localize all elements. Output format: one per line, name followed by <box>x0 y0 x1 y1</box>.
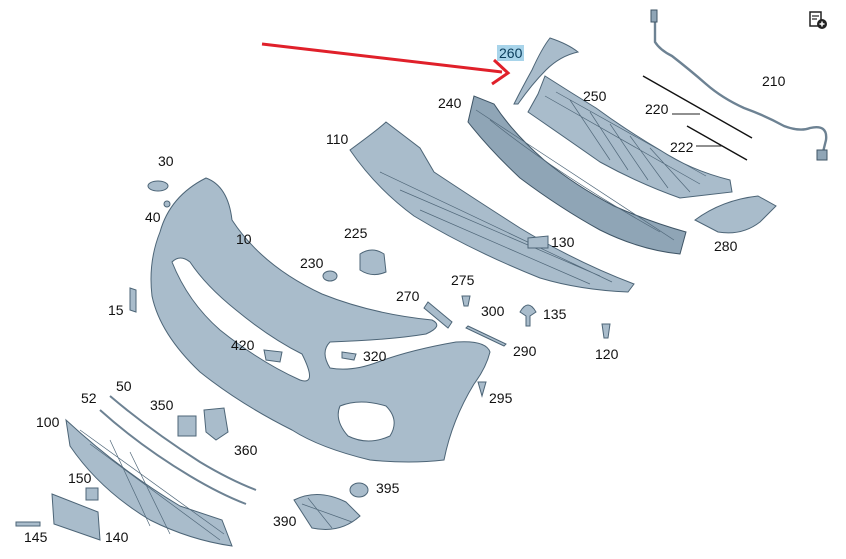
part-420-clip[interactable] <box>263 349 283 363</box>
part-275-screw[interactable] <box>461 295 471 307</box>
part-250-carrier[interactable] <box>527 75 733 199</box>
pointer-arrow <box>261 42 511 86</box>
label-15[interactable]: 15 <box>108 302 124 318</box>
part-15-trim[interactable] <box>129 287 137 313</box>
label-390[interactable]: 390 <box>273 513 297 529</box>
label-222[interactable]: 222 <box>670 139 694 155</box>
part-290-strip[interactable] <box>465 325 507 347</box>
label-240[interactable]: 240 <box>438 95 462 111</box>
label-220[interactable]: 220 <box>645 101 669 117</box>
label-30[interactable]: 30 <box>158 153 174 169</box>
part-110-panel[interactable] <box>349 121 635 293</box>
part-10-bumper-cover[interactable] <box>150 177 491 463</box>
part-395-ring[interactable] <box>349 482 369 498</box>
label-100[interactable]: 100 <box>36 414 60 430</box>
label-10[interactable]: 10 <box>236 231 252 247</box>
part-100-grille[interactable] <box>65 418 233 547</box>
part-30-cap[interactable] <box>147 180 169 192</box>
label-225[interactable]: 225 <box>344 225 368 241</box>
label-300[interactable]: 300 <box>481 303 505 319</box>
label-130[interactable]: 130 <box>551 234 575 250</box>
part-390-grille[interactable] <box>293 494 361 530</box>
label-40[interactable]: 40 <box>145 209 161 225</box>
label-395[interactable]: 395 <box>376 480 400 496</box>
label-145[interactable]: 145 <box>24 529 48 545</box>
part-350-bracket[interactable] <box>177 415 197 437</box>
part-230-ring[interactable] <box>322 270 338 282</box>
part-225-sensor[interactable] <box>359 249 387 276</box>
label-360[interactable]: 360 <box>234 442 258 458</box>
part-210-cable[interactable] <box>650 9 828 161</box>
label-290[interactable]: 290 <box>513 343 537 359</box>
part-222-strip[interactable] <box>686 125 748 161</box>
part-280-bracket[interactable] <box>694 195 777 234</box>
label-270[interactable]: 270 <box>396 288 420 304</box>
label-52[interactable]: 52 <box>81 390 97 406</box>
label-50[interactable]: 50 <box>116 378 132 394</box>
part-40-clip[interactable] <box>163 200 171 208</box>
part-295-screw[interactable] <box>477 381 487 398</box>
label-110[interactable]: 110 <box>326 131 349 147</box>
part-150-clip[interactable] <box>85 487 99 501</box>
label-420[interactable]: 420 <box>231 337 255 353</box>
part-130-clip[interactable] <box>527 235 549 249</box>
part-52-strip[interactable] <box>99 409 247 505</box>
label-120[interactable]: 120 <box>595 346 619 362</box>
label-295[interactable]: 295 <box>489 390 513 406</box>
part-320-screw[interactable] <box>341 351 357 361</box>
part-120-screw[interactable] <box>601 323 611 339</box>
label-280[interactable]: 280 <box>714 238 738 254</box>
label-320[interactable]: 320 <box>363 348 387 364</box>
label-140[interactable]: 140 <box>105 529 129 545</box>
part-360-bracket[interactable] <box>203 407 229 441</box>
part-145-screw[interactable] <box>15 521 41 527</box>
label-350[interactable]: 350 <box>150 397 174 413</box>
part-50-strip[interactable] <box>109 395 257 491</box>
part-140-plate[interactable] <box>51 493 101 541</box>
part-260-bracket[interactable] <box>513 37 580 105</box>
highlight-260 <box>497 45 524 61</box>
part-270-bracket[interactable] <box>423 301 453 329</box>
label-210[interactable]: 210 <box>762 73 786 89</box>
part-135-clip[interactable] <box>519 304 537 327</box>
label-150[interactable]: 150 <box>68 470 92 486</box>
part-240-absorber[interactable] <box>467 95 687 255</box>
label-250[interactable]: 250 <box>583 88 607 104</box>
add-to-list-icon[interactable] <box>808 10 828 30</box>
label-260[interactable]: 260 <box>499 45 523 61</box>
label-230[interactable]: 230 <box>300 255 324 271</box>
label-275[interactable]: 275 <box>451 272 475 288</box>
part-220-strip[interactable] <box>642 75 753 139</box>
label-135[interactable]: 135 <box>543 306 567 322</box>
